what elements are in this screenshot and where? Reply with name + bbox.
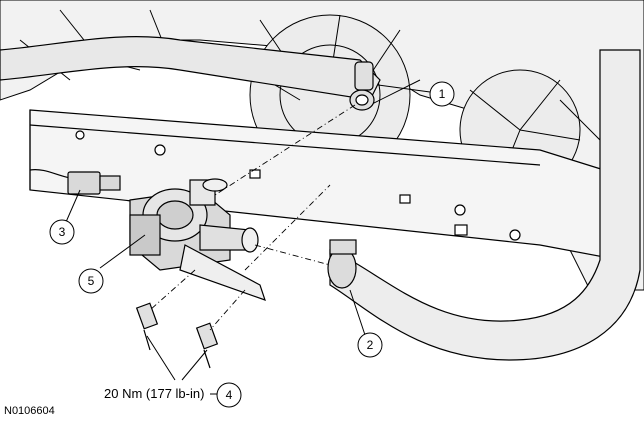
bolt-left — [135, 302, 159, 351]
pump-bracket — [179, 244, 266, 301]
callout-4-label: 4 — [226, 388, 233, 402]
leader-lines — [65, 84, 431, 381]
callout-3-label: 3 — [59, 225, 66, 239]
callout-5-label: 5 — [88, 274, 95, 288]
callout-4: 4 — [216, 382, 242, 408]
hose-connector-1 — [349, 61, 375, 111]
figure-id: N0106604 — [4, 405, 55, 417]
crossmember — [29, 109, 621, 261]
callout-2-label: 2 — [367, 338, 374, 352]
callout-1: 1 — [429, 81, 455, 107]
callout-3: 3 — [49, 219, 75, 245]
bolt-right — [195, 322, 219, 369]
callout-2: 2 — [357, 332, 383, 358]
torque-spec-label: 20 Nm (177 lb-in) — [104, 386, 204, 401]
callout-1-label: 1 — [439, 87, 446, 101]
hose-clamp-2 — [327, 239, 357, 289]
electrical-connector — [29, 169, 121, 195]
upper-hose — [0, 36, 381, 101]
lower-hose — [329, 49, 641, 361]
coolant-pump — [129, 178, 259, 271]
callout-5: 5 — [78, 268, 104, 294]
alignment-lines — [149, 104, 356, 331]
